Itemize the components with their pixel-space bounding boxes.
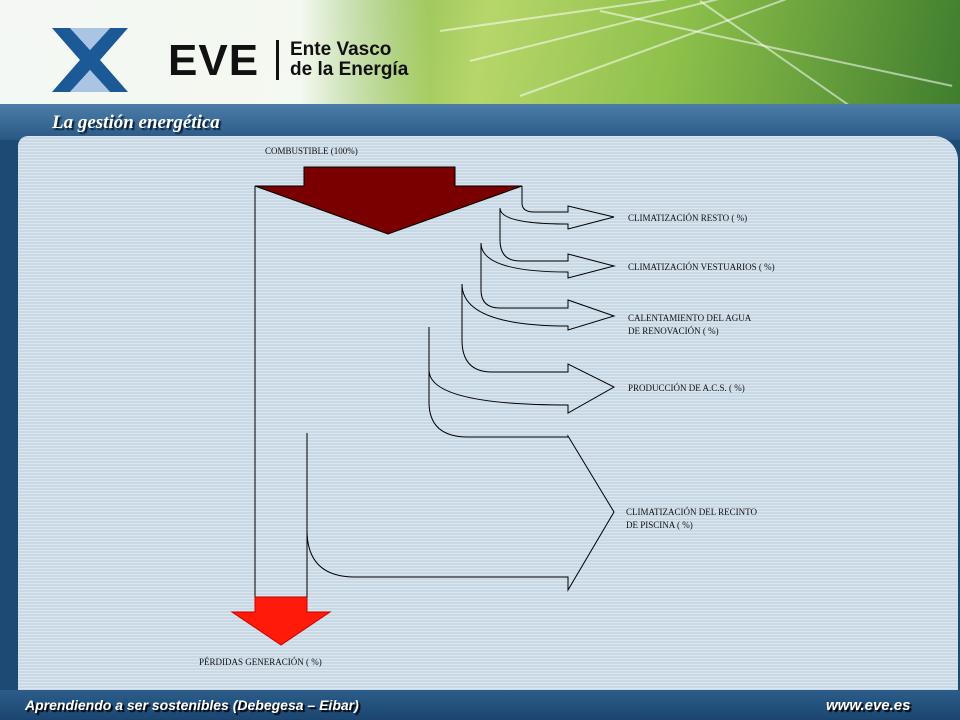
content-panel (18, 136, 958, 696)
logo-divider (276, 40, 279, 80)
org-name-line1: Ente Vasco (290, 39, 392, 60)
header-banner: EVE Ente Vasco de la Energía (0, 0, 960, 118)
output-label-2: CLIMATIZACIÓN VESTUARIOS ( %) (628, 262, 775, 272)
footer-bar (0, 690, 960, 720)
flow-band-5 (306, 370, 615, 592)
output-label-5-line1: CLIMATIZACIÓN DEL RECINTO (626, 507, 757, 517)
output-label-5-line2: DE PISCINA ( %) (626, 520, 693, 530)
loss-arrow (230, 596, 332, 646)
output-label-1: CLIMATIZACIÓN RESTO ( %) (628, 213, 747, 223)
logo-eve-text: EVE (168, 36, 260, 85)
eve-logo-icon (52, 28, 128, 92)
title-bar (0, 104, 960, 140)
flow-band-4 (428, 284, 616, 414)
loss-label: PÉRDIDAS GENERACIÓN ( %) (199, 657, 322, 667)
footer-caption: Aprendiendo a ser sostenibles (Debegesa … (25, 697, 359, 713)
output-label-4: PRODUCCIÓN DE A.C.S. ( %) (628, 383, 745, 393)
output-label-3-line2: DE RENOVACIÓN ( %) (628, 326, 719, 336)
org-name-line2: de la Energía (290, 59, 409, 80)
flow-band-2 (480, 208, 616, 279)
fuel-input-arrow (254, 166, 523, 235)
logo-area (0, 0, 430, 118)
fuel-input-label: COMBUSTIBLE (100%) (265, 146, 358, 156)
flow-band-1 (499, 186, 615, 230)
slide-title: La gestión energética (52, 112, 220, 133)
output-label-3-line1: CALENTAMIENTO DEL AGUA (628, 313, 752, 323)
footer-website-link[interactable]: www.eve.es (826, 697, 911, 714)
flow-band-3 (461, 243, 616, 331)
